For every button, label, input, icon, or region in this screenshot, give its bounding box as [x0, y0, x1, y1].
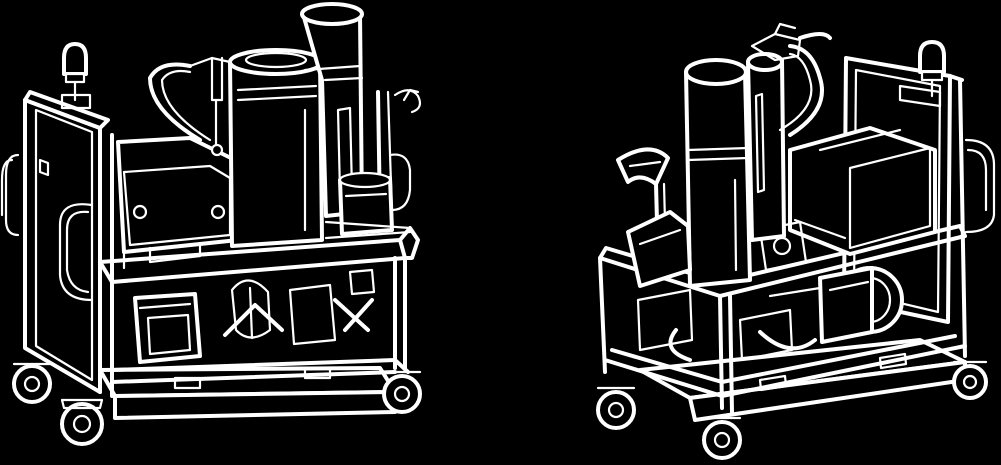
beacon-light-icon: [898, 40, 946, 108]
filtration-unit-rear: [596, 22, 996, 460]
caster-wheel-icon: [596, 360, 988, 460]
beacon-light-icon: [60, 42, 92, 110]
pump-motor-housing: [758, 220, 904, 344]
filtration-unit-front: [0, 2, 422, 446]
lower-components: [636, 286, 822, 362]
electrical-enclosure: [788, 126, 937, 256]
caster-wheel-icon: [12, 362, 422, 446]
small-motor: [324, 171, 412, 240]
main-frame: [98, 126, 420, 398]
pump-motor-housing: [116, 136, 240, 270]
lower-components: [133, 268, 376, 364]
pressure-tank: [300, 2, 364, 218]
small-motor: [626, 210, 692, 288]
main-frame: [598, 224, 967, 414]
filter-canister: [210, 48, 324, 248]
hose: [750, 22, 832, 137]
pressure-tank: [746, 52, 786, 242]
filter-canister: [684, 58, 752, 288]
